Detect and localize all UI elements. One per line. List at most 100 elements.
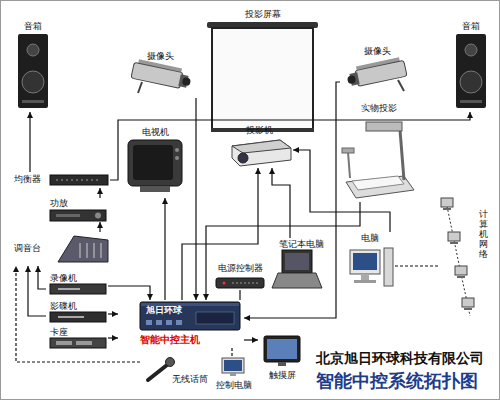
device-node: 触摸屏 [258, 332, 306, 386]
equalizer-unit [50, 175, 108, 185]
network-computer [462, 298, 474, 307]
cassette-unit [50, 338, 106, 348]
speaker-port [22, 100, 44, 103]
company-name: 北京旭日环球科技有限公司 [316, 350, 484, 367]
network-computer [448, 232, 460, 241]
visualizer-head [366, 122, 402, 131]
signal-wire [164, 198, 165, 300]
rack-controls [56, 180, 100, 181]
device-node: 实物投影 [340, 102, 418, 202]
rack-unit [50, 175, 108, 185]
speaker-woofer [22, 71, 44, 93]
mixer-fader [80, 243, 81, 258]
signal-wire [28, 266, 46, 316]
monitor-stand [230, 373, 236, 376]
camera-left [131, 58, 193, 93]
rack-unit [50, 312, 106, 322]
disc-tray [58, 316, 84, 318]
device-label: 电源控制器 [218, 263, 263, 274]
laptop [272, 250, 322, 288]
device-label: 卡座 [50, 327, 68, 338]
speaker-left [18, 34, 48, 108]
tape-slot [58, 288, 80, 290]
screen-surface [212, 28, 313, 130]
signal-wire [108, 313, 118, 314]
device-node: 摄像头 [118, 50, 203, 98]
monitor [222, 358, 244, 373]
signal-wire [395, 265, 440, 266]
signal-wire [99, 188, 100, 198]
camera-lens [347, 75, 356, 84]
network-computer-base [450, 242, 458, 244]
speaker-port [460, 100, 482, 103]
device-label: 实物投影 [361, 103, 397, 114]
device-node: 调音台 [12, 232, 110, 266]
tv-knob [175, 148, 179, 152]
host-panel [196, 312, 234, 324]
device-node: 音箱 [448, 20, 493, 112]
controller-body [216, 278, 264, 288]
device-label: 无线话筒 [172, 374, 208, 385]
pc-tower [384, 248, 393, 286]
signal-wire [244, 339, 258, 340]
device-label: 音箱 [24, 21, 42, 32]
tv-screen [133, 145, 173, 180]
device-label: 录像机 [50, 273, 77, 284]
device-node: 无线话筒 [140, 352, 210, 386]
mixer-desk [58, 236, 108, 262]
signal-wire [293, 150, 390, 232]
rack-knob [95, 213, 101, 219]
dvd-unit [50, 312, 106, 322]
mixer-fader [87, 243, 88, 258]
host-body [140, 302, 240, 330]
signal-wire [108, 286, 150, 300]
television [128, 140, 182, 192]
device-label: 电脑 [361, 233, 379, 244]
device-node: 卡座 [46, 326, 108, 350]
controller-led [223, 282, 226, 285]
tv-stand [140, 186, 170, 192]
device-label: 摄像头 [364, 46, 391, 57]
device-node: 均衡器 [12, 172, 110, 188]
projector-top [232, 140, 291, 153]
device-node: 影碟机 [46, 300, 108, 324]
device-label: 投影机 [246, 125, 273, 136]
device-label: 智能中控主机 [140, 334, 200, 346]
device-node: 计算机网络 [440, 198, 492, 318]
speaker-tweeter [27, 44, 39, 56]
signal-wire [231, 348, 232, 356]
monitor-stand [361, 274, 369, 280]
device-label: 均衡器 [14, 174, 41, 185]
device-label: 音箱 [462, 21, 480, 32]
device-label: 触摸屏 [269, 370, 296, 381]
network-computer-base [443, 208, 451, 210]
touch-screen [264, 336, 300, 366]
device-node: 笔记本电脑 [272, 238, 330, 294]
cassette-door [76, 341, 92, 345]
speaker-woofer [460, 71, 482, 93]
visualizer-light-arm [348, 152, 350, 178]
network-computer [455, 266, 467, 275]
mic-head [166, 358, 175, 367]
signal-wire [108, 337, 118, 338]
host-button [146, 320, 152, 325]
device-label: 功放 [50, 198, 68, 209]
desktop-pc [350, 248, 393, 286]
laptop-lid [282, 250, 312, 273]
signal-wire [110, 112, 470, 180]
monitor-screen [353, 253, 377, 270]
signal-wire [29, 112, 30, 172]
projector-body [232, 140, 291, 166]
camera-right [345, 56, 407, 91]
device-node: 控制电脑 [212, 356, 256, 396]
device-node: 投影机 [225, 124, 293, 168]
control-pc [222, 358, 244, 376]
network-computer-base [464, 308, 472, 310]
diagram-title: 智能中控系统拓扑图 [316, 370, 478, 392]
camera-mount [138, 82, 142, 93]
monitor-screen [224, 360, 242, 371]
touch-display [267, 339, 297, 359]
signal-wire [38, 266, 46, 289]
